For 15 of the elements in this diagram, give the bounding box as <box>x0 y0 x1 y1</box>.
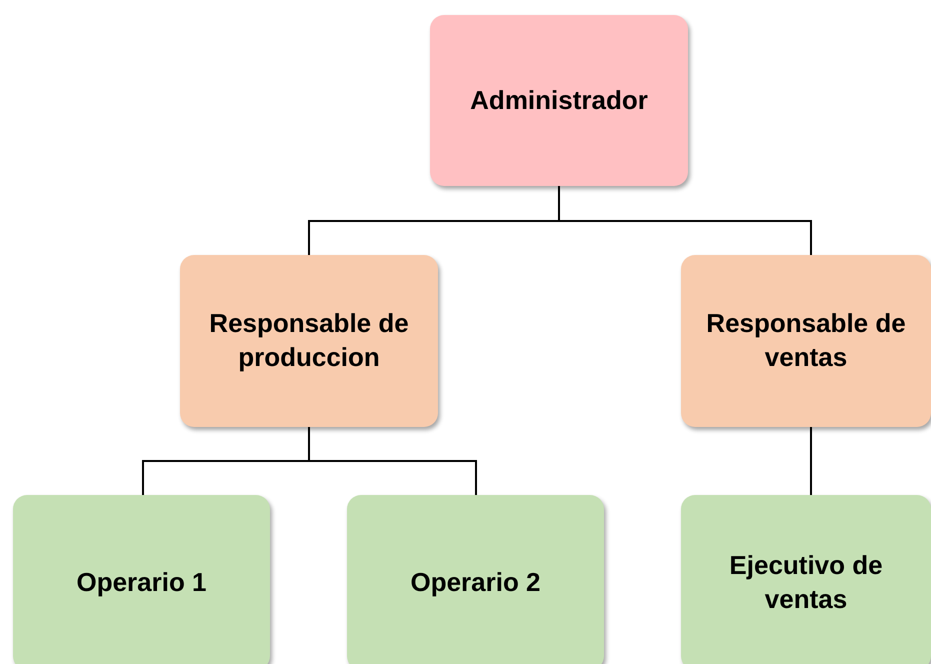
connector-line <box>558 186 812 255</box>
role-label: Responsable de produccion <box>208 307 410 374</box>
role-label: Operario 2 <box>410 566 541 599</box>
role-label: Administrador <box>470 84 648 117</box>
connector-line <box>308 427 477 495</box>
role-label: Responsable de ventas <box>705 307 907 374</box>
role-box <box>180 255 438 427</box>
role-box <box>681 255 931 427</box>
role-box <box>347 495 604 664</box>
role-label: Ejecutivo de ventas <box>728 548 884 616</box>
role-label: Operario 1 <box>76 566 207 599</box>
role-box <box>681 495 931 664</box>
role-box <box>13 495 270 664</box>
role-box <box>430 15 688 186</box>
connector-line <box>810 427 812 495</box>
